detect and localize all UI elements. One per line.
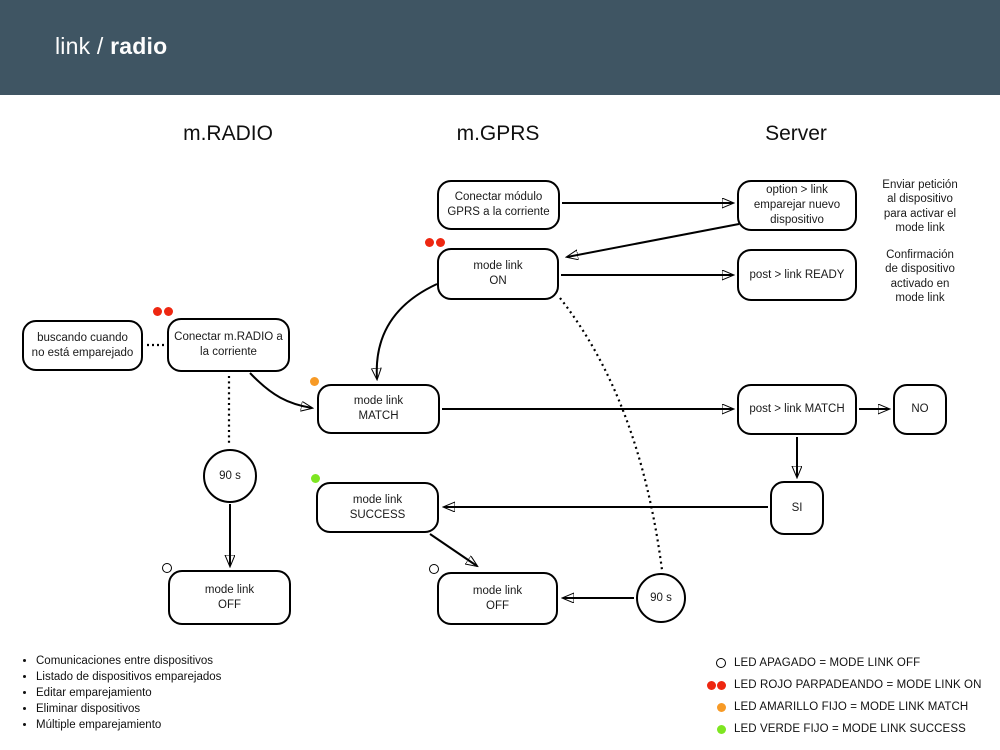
node-si: SI: [770, 481, 824, 535]
legend-label: LED AMARILLO FIJO = MODE LINK MATCH: [734, 701, 969, 713]
led-red-icon: [436, 238, 445, 247]
legend-label: LED VERDE FIJO = MODE LINK SUCCESS: [734, 723, 966, 735]
led-off-icon: [162, 563, 172, 573]
led-red-icon: [164, 307, 173, 316]
led-off-icon: [429, 564, 439, 574]
header-bar: link / radio: [0, 0, 1000, 95]
feature-item: Eliminar dispositivos: [36, 703, 221, 717]
node-mode-link-match: mode link MATCH: [317, 384, 440, 434]
features-list: Comunicaciones entre dispositivos Listad…: [14, 655, 221, 735]
legend-label: LED APAGADO = MODE LINK OFF: [734, 657, 921, 669]
led-green-icon: [698, 724, 726, 734]
column-title-mgprs: m.GPRS: [456, 122, 540, 145]
column-title-server: Server: [765, 122, 827, 145]
legend-row-yellow: LED AMARILLO FIJO = MODE LINK MATCH: [698, 696, 982, 718]
node-post-link-match: post > link MATCH: [737, 384, 857, 435]
arrow-modelink-on-to-match: [377, 283, 438, 379]
legend-row-off: LED APAGADO = MODE LINK OFF: [698, 652, 982, 674]
node-no: NO: [893, 384, 947, 435]
node-option-link: option > link emparejar nuevo dispositiv…: [737, 180, 857, 231]
feature-item: Comunicaciones entre dispositivos: [36, 655, 221, 669]
node-conectar-radio: Conectar m.RADIO a la corriente: [167, 318, 290, 372]
column-title-mradio: m.RADIO: [183, 122, 273, 145]
led-green-icon: [311, 474, 320, 483]
node-mode-link-success: mode link SUCCESS: [316, 482, 439, 533]
arrow-success-to-off-gprs: [429, 533, 477, 566]
node-conectar-gprs: Conectar módulo GPRS a la corriente: [437, 180, 560, 230]
node-mode-link-off-radio: mode link OFF: [168, 570, 291, 625]
node-mode-link-off-gprs: mode link OFF: [437, 572, 558, 625]
led-red-icon: [153, 307, 162, 316]
arrow-conectar-radio-to-match: [249, 372, 312, 408]
node-timer-90s-right: 90 s: [636, 573, 686, 623]
legend-label: LED ROJO PARPADEANDO = MODE LINK ON: [734, 679, 982, 691]
node-mode-link-on: mode link ON: [437, 248, 559, 300]
page-title: link / radio: [55, 33, 167, 60]
led-red-icon: [425, 238, 434, 247]
feature-item: Listado de dispositivos emparejados: [36, 671, 221, 685]
led-yellow-icon: [310, 377, 319, 386]
node-timer-90s-left: 90 s: [203, 449, 257, 503]
led-off-icon: [698, 658, 726, 668]
legend-row-red: LED ROJO PARPADEANDO = MODE LINK ON: [698, 674, 982, 696]
node-post-link-ready: post > link READY: [737, 249, 857, 301]
dotted-modelink-on-to-90s: [559, 297, 664, 571]
led-legend: LED APAGADO = MODE LINK OFF LED ROJO PAR…: [698, 652, 982, 740]
led-red-blinking-icon: [698, 680, 726, 690]
note-enviar-peticion: Enviar petición al dispositivo para acti…: [882, 179, 958, 235]
led-yellow-icon: [698, 702, 726, 712]
legend-row-green: LED VERDE FIJO = MODE LINK SUCCESS: [698, 718, 982, 740]
page-title-prefix: link /: [55, 33, 111, 59]
node-buscando: buscando cuando no está emparejado: [22, 320, 143, 371]
page-title-bold: radio: [110, 33, 168, 59]
note-confirmacion: Confirmación de dispositivo activado en …: [885, 249, 955, 305]
feature-item: Editar emparejamiento: [36, 687, 221, 701]
feature-item: Múltiple emparejamiento: [36, 719, 221, 733]
arrow-option-to-modelink-on: [567, 223, 740, 257]
